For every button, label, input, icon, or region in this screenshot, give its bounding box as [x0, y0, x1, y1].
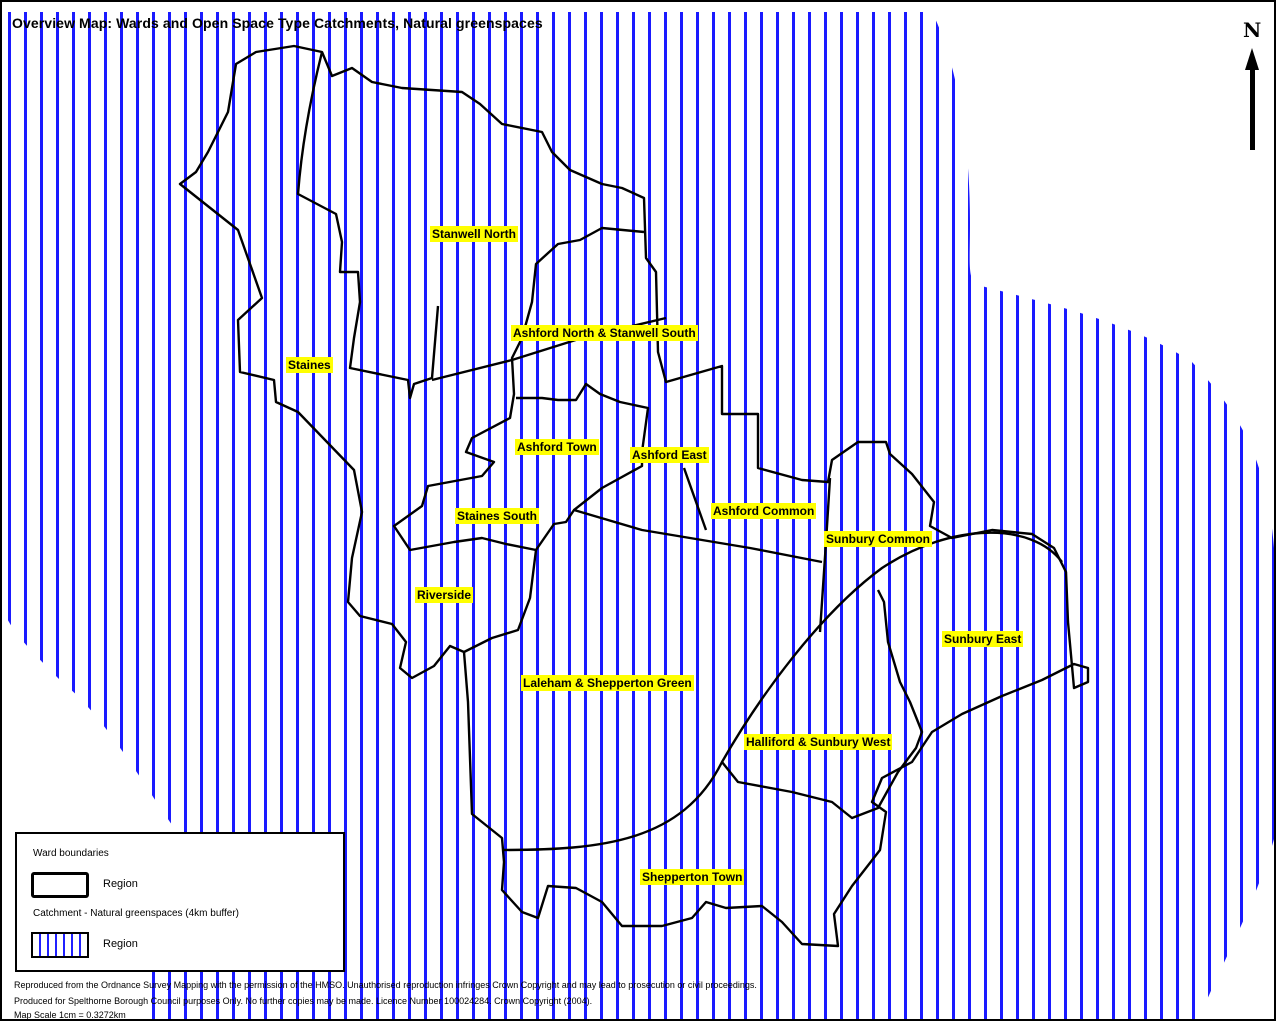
ward-label-halliford-sunbury-west[interactable]: Halliford & Sunbury West [744, 734, 893, 750]
ward-label-ashford-town[interactable]: Ashford Town [515, 439, 599, 455]
ward-label-ashford-north-stanwell-south[interactable]: Ashford North & Stanwell South [511, 325, 698, 341]
legend-label-boundary-region: Region [103, 878, 138, 890]
boundary-riverside-laleham [463, 549, 538, 654]
ward-label-riverside[interactable]: Riverside [415, 587, 474, 603]
ward-label-staines[interactable]: Staines [286, 357, 333, 373]
map-title: Overview Map: Wards and Open Space Type … [12, 15, 543, 31]
legend-symbol-catchment [31, 932, 89, 958]
footer-map-scale: Map Scale 1cm = 0.3272km [14, 1010, 126, 1020]
ward-label-sunbury-common[interactable]: Sunbury Common [824, 531, 932, 547]
map-legend: Ward boundaries Region Catchment - Natur… [15, 832, 345, 972]
catchment-area [4, 12, 1274, 1019]
north-arrow-icon: N [1240, 18, 1264, 158]
boundary-sunbury-common-west [818, 477, 832, 633]
legend-heading-catchment: Catchment - Natural greenspaces (4km buf… [33, 908, 240, 919]
ward-label-staines-south[interactable]: Staines South [455, 508, 540, 524]
boundary-ashford-east-common [682, 467, 708, 531]
boundary-ashford-town-east [573, 508, 823, 564]
legend-label-catchment-region: Region [103, 938, 138, 950]
ward-label-ashford-east[interactable]: Ashford East [630, 447, 709, 463]
boundary-staines-stanwell [296, 51, 440, 400]
boundary-halliford-inner [721, 589, 924, 820]
legend-symbol-boundary [31, 872, 89, 898]
ward-label-shepperton-town[interactable]: Shepperton Town [640, 869, 745, 885]
boundary-halliford-ring [501, 531, 1063, 852]
ward-label-ashford-common[interactable]: Ashford Common [711, 503, 817, 519]
ward-label-laleham-shepperton-green[interactable]: Laleham & Shepperton Green [521, 675, 694, 691]
north-arrow-label: N [1243, 18, 1262, 42]
footer-licence-line: Produced for Spelthorne Borough Council … [14, 996, 593, 1006]
outer-boundary [178, 44, 1090, 948]
ward-label-stanwell-north[interactable]: Stanwell North [430, 226, 519, 242]
ward-label-sunbury-east[interactable]: Sunbury East [942, 631, 1024, 647]
legend-heading-boundaries: Ward boundaries [33, 848, 109, 859]
footer-copyright-line: Reproduced from the Ordnance Survey Mapp… [14, 980, 757, 990]
